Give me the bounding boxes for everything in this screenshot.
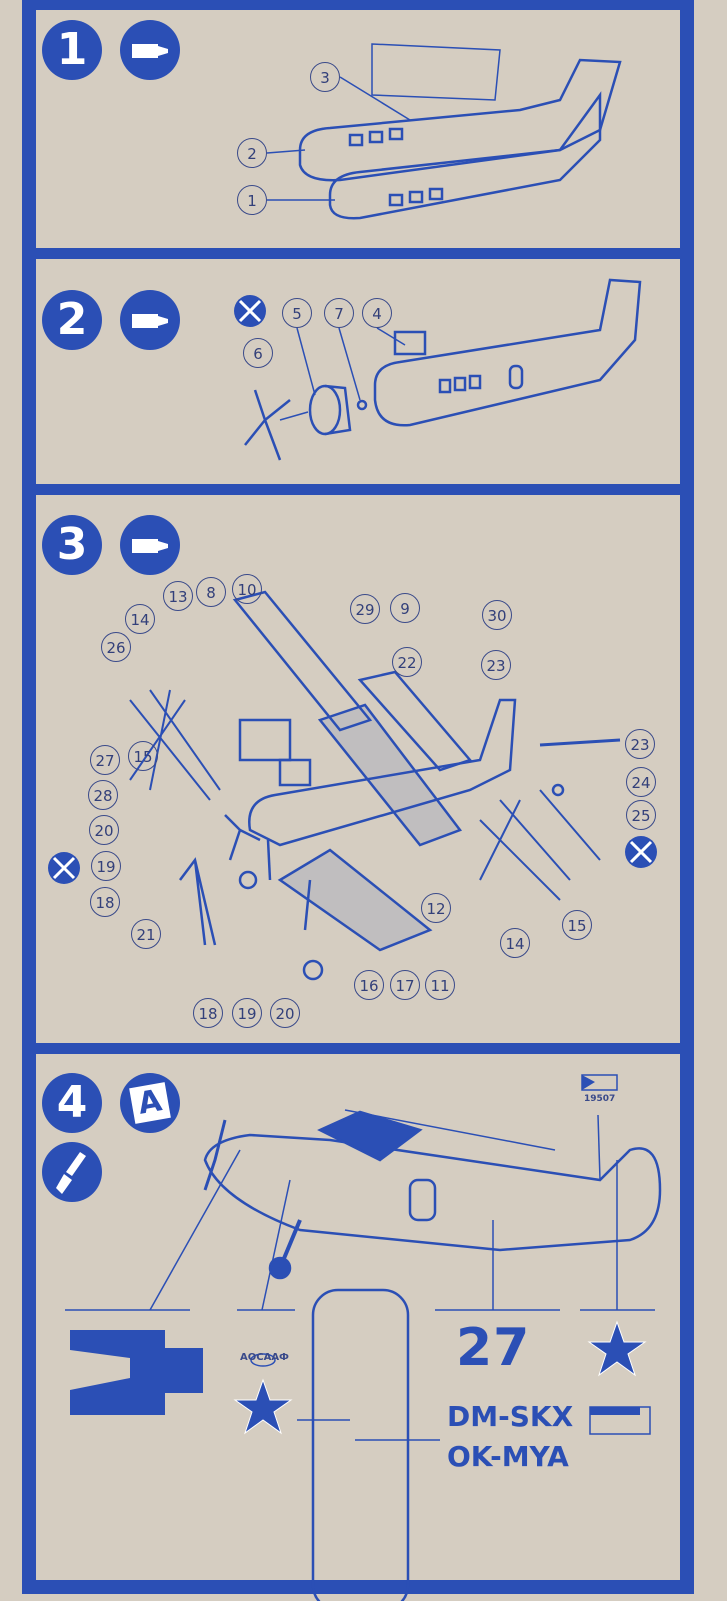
- registration-decal-dm: DM-SKX: [447, 1400, 574, 1433]
- glue-tube-icon: [120, 290, 180, 350]
- part-callout: 12: [421, 893, 451, 923]
- step-number-2: 2: [42, 290, 102, 350]
- part-callout: 2: [237, 138, 267, 168]
- part-callout: 17: [390, 970, 420, 1000]
- decal-icon: A: [120, 1073, 180, 1133]
- part-callout: 7: [324, 298, 354, 328]
- part-callout: 20: [270, 998, 300, 1028]
- part-callout: 21: [131, 919, 161, 949]
- no-glue-icon: [234, 295, 266, 327]
- part-callout: 18: [90, 887, 120, 917]
- panel-divider: [22, 1043, 694, 1054]
- part-callout: 28: [88, 780, 118, 810]
- dosaaf-decal: AOCAAФ: [240, 1352, 289, 1363]
- step4-side-view-drawing: [65, 1074, 662, 1601]
- part-callout: 27: [90, 745, 120, 775]
- part-callout: 4: [362, 298, 392, 328]
- part-callout: 3: [310, 62, 340, 92]
- number-decal: 27: [456, 1318, 531, 1378]
- part-callout: 5: [282, 298, 312, 328]
- part-callout: 15: [128, 741, 158, 771]
- step-number-1: 1: [42, 20, 102, 80]
- part-callout: 14: [125, 604, 155, 634]
- registration-decal-ok: OK-MYA: [447, 1440, 569, 1473]
- part-callout: 19: [232, 998, 262, 1028]
- part-callout: 19: [91, 851, 121, 881]
- part-callout: 24: [626, 767, 656, 797]
- part-callout: 1: [237, 185, 267, 215]
- part-callout: 9: [390, 593, 420, 623]
- part-callout: 22: [392, 647, 422, 677]
- glue-tube-icon: [120, 515, 180, 575]
- panel-divider: [22, 484, 694, 495]
- part-callout: 8: [196, 577, 226, 607]
- no-glue-icon: [625, 836, 657, 868]
- step-number-3: 3: [42, 515, 102, 575]
- flag-serial-number: 19507: [584, 1094, 616, 1104]
- part-callout: 11: [425, 970, 455, 1000]
- decal-letter: A: [129, 1082, 171, 1124]
- step-number-4: 4: [42, 1073, 102, 1133]
- step1-fuselage-drawing: [266, 43, 622, 220]
- no-glue-icon: [48, 852, 80, 884]
- paint-brush-icon: [42, 1142, 102, 1202]
- part-callout: 16: [354, 970, 384, 1000]
- part-callout: 20: [89, 815, 119, 845]
- part-callout: 18: [193, 998, 223, 1028]
- part-callout: 13: [163, 581, 193, 611]
- part-callout: 29: [350, 594, 380, 624]
- part-callout: 15: [562, 910, 592, 940]
- part-callout: 14: [500, 928, 530, 958]
- part-callout: 25: [626, 800, 656, 830]
- sheet-border: [22, 0, 694, 1594]
- glue-tube-icon: [120, 20, 180, 80]
- part-callout: 26: [101, 632, 131, 662]
- step3-biplane-drawing: [129, 590, 621, 981]
- part-callout: 30: [482, 600, 512, 630]
- part-callout: 10: [232, 574, 262, 604]
- part-callout: 23: [481, 650, 511, 680]
- part-callout: 23: [625, 729, 655, 759]
- panel-divider: [22, 248, 694, 259]
- part-callout: 6: [243, 338, 273, 368]
- step2-engine-drawing: [244, 278, 642, 461]
